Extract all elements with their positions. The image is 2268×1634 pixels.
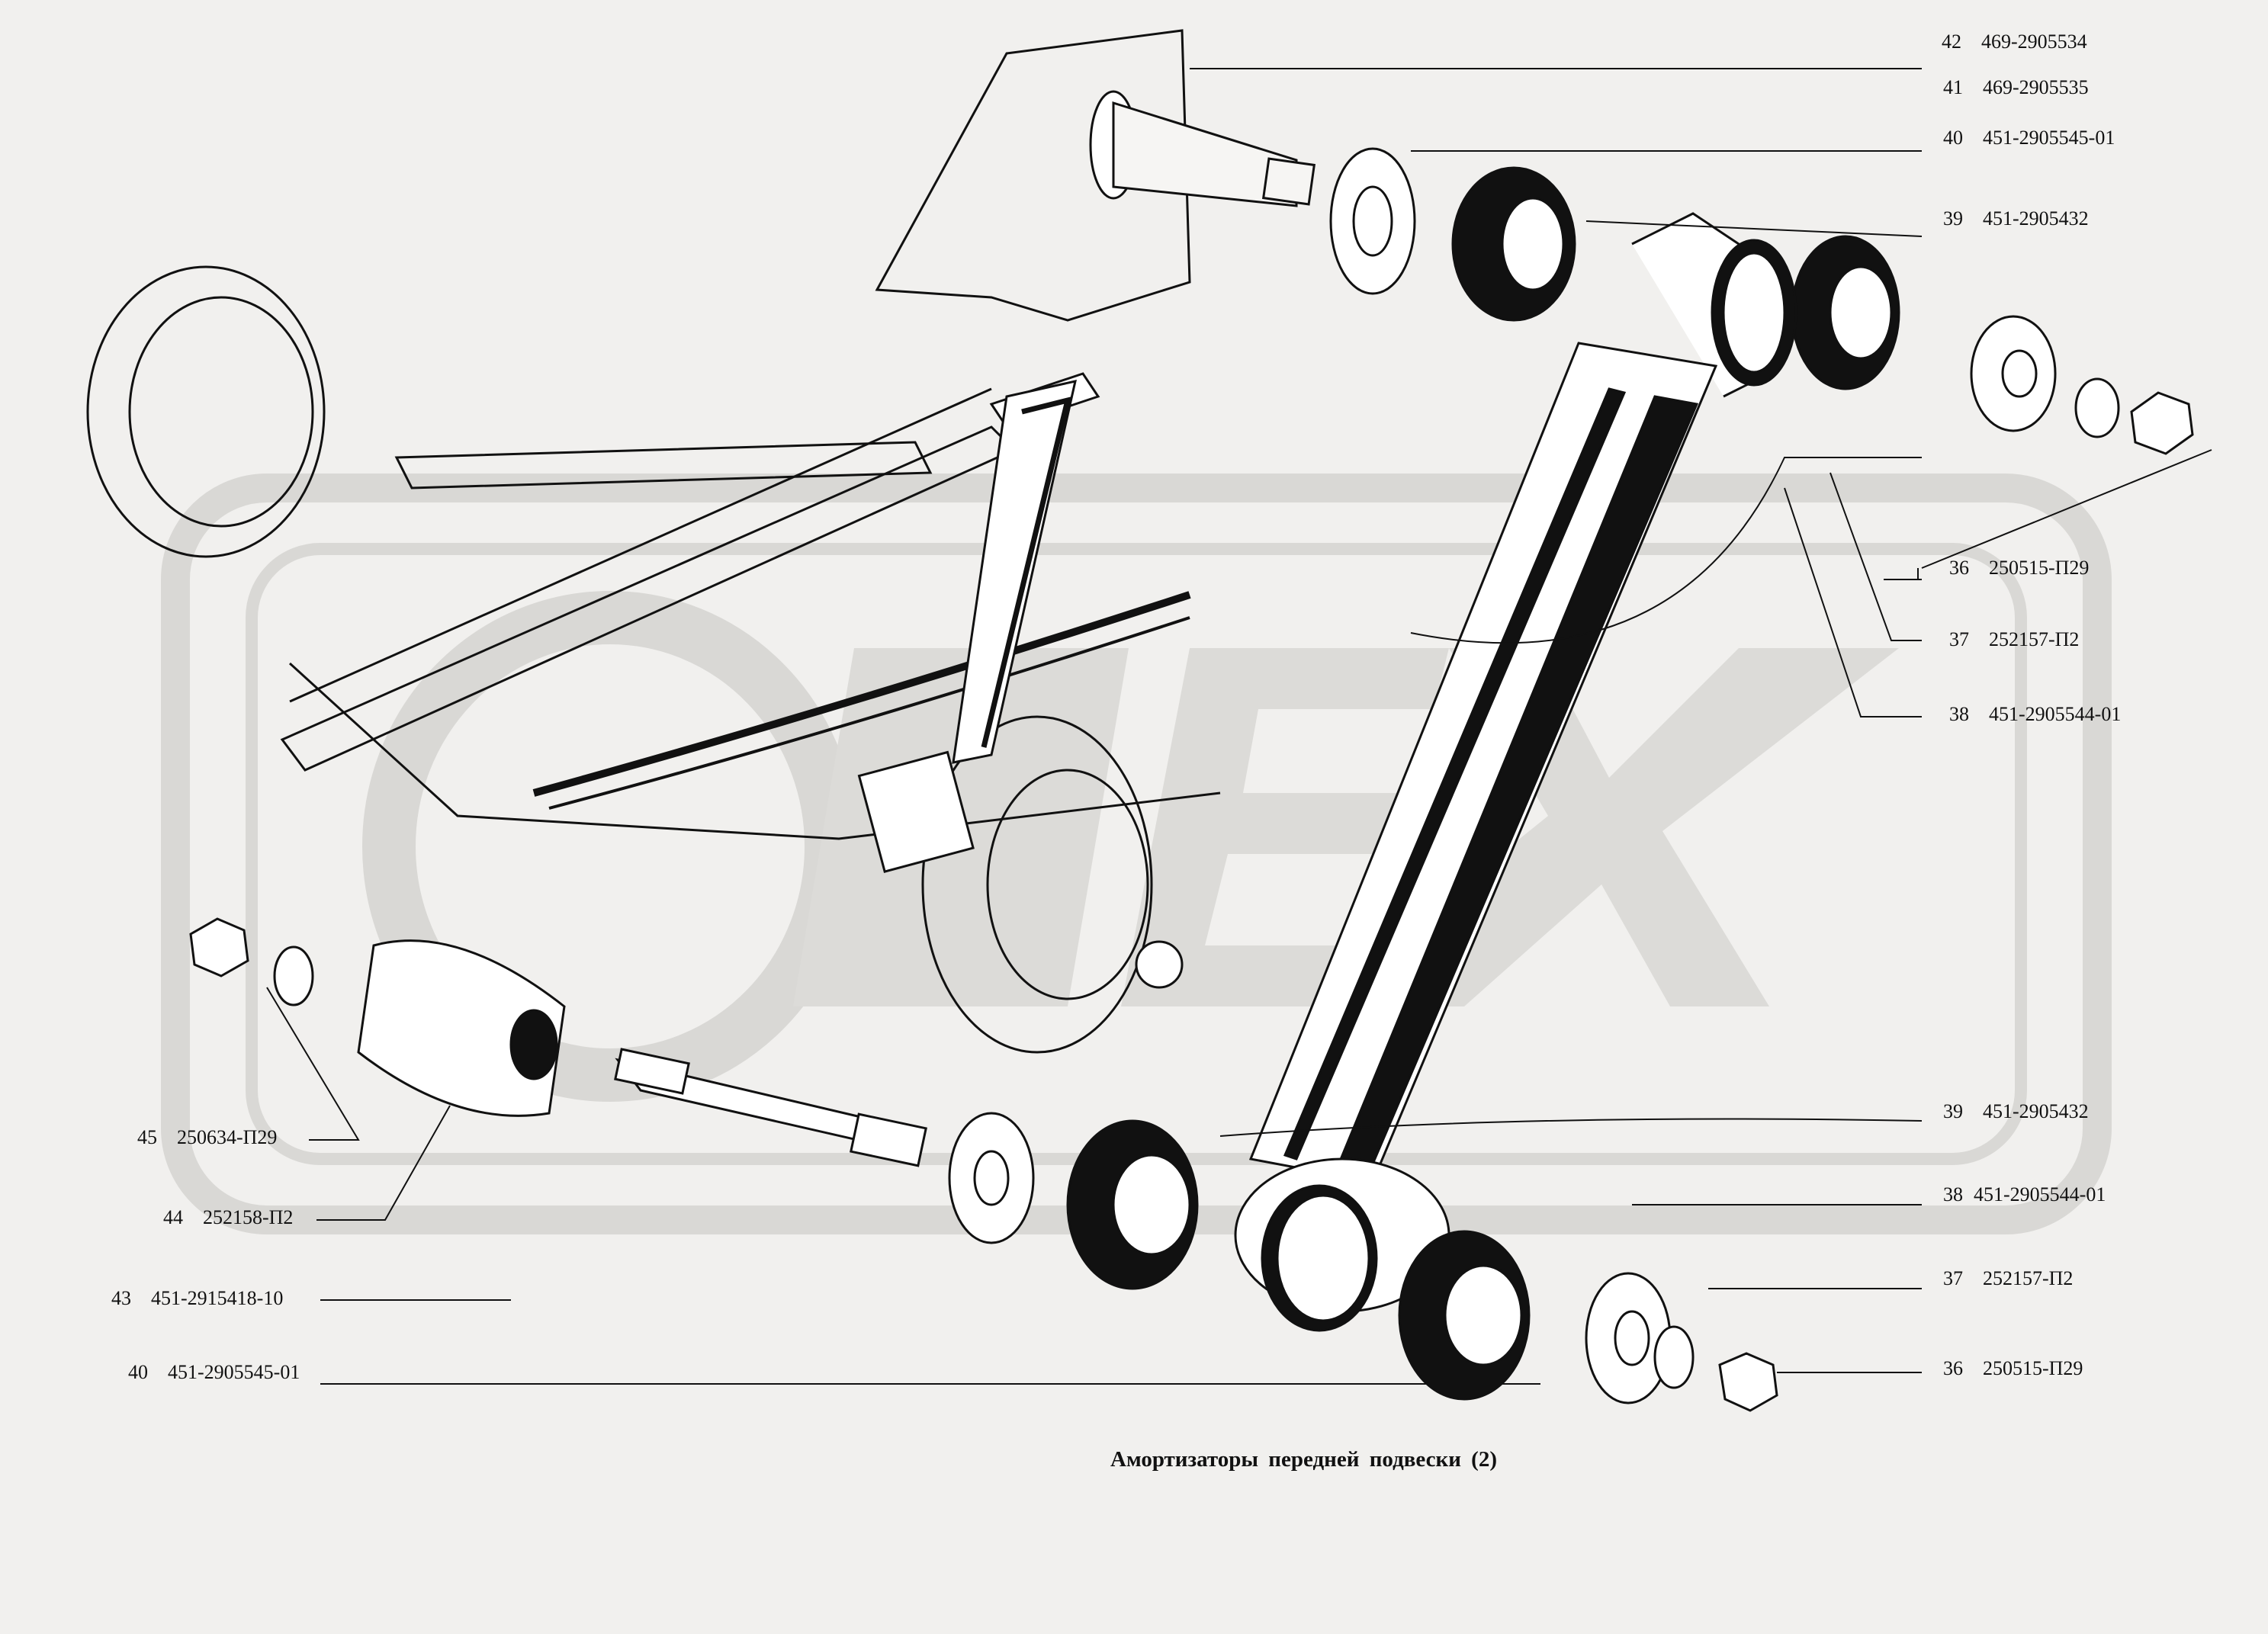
upper-bolt <box>1089 90 1316 207</box>
exploded-shock-absorber <box>1234 212 1797 1332</box>
installed-shock-absorber <box>952 380 1077 764</box>
front-axle-assembly <box>86 265 1221 1054</box>
frame-bracket <box>875 29 1191 322</box>
leader-lines <box>266 68 2212 1385</box>
orex-watermark <box>161 474 2112 1234</box>
lower-mount-bracket <box>189 917 927 1167</box>
upper-bushings <box>1329 147 2194 455</box>
diagram-caption: Амортизаторы передней подвески (2) <box>1110 1447 1497 1472</box>
lower-bushings <box>948 1112 1778 1412</box>
